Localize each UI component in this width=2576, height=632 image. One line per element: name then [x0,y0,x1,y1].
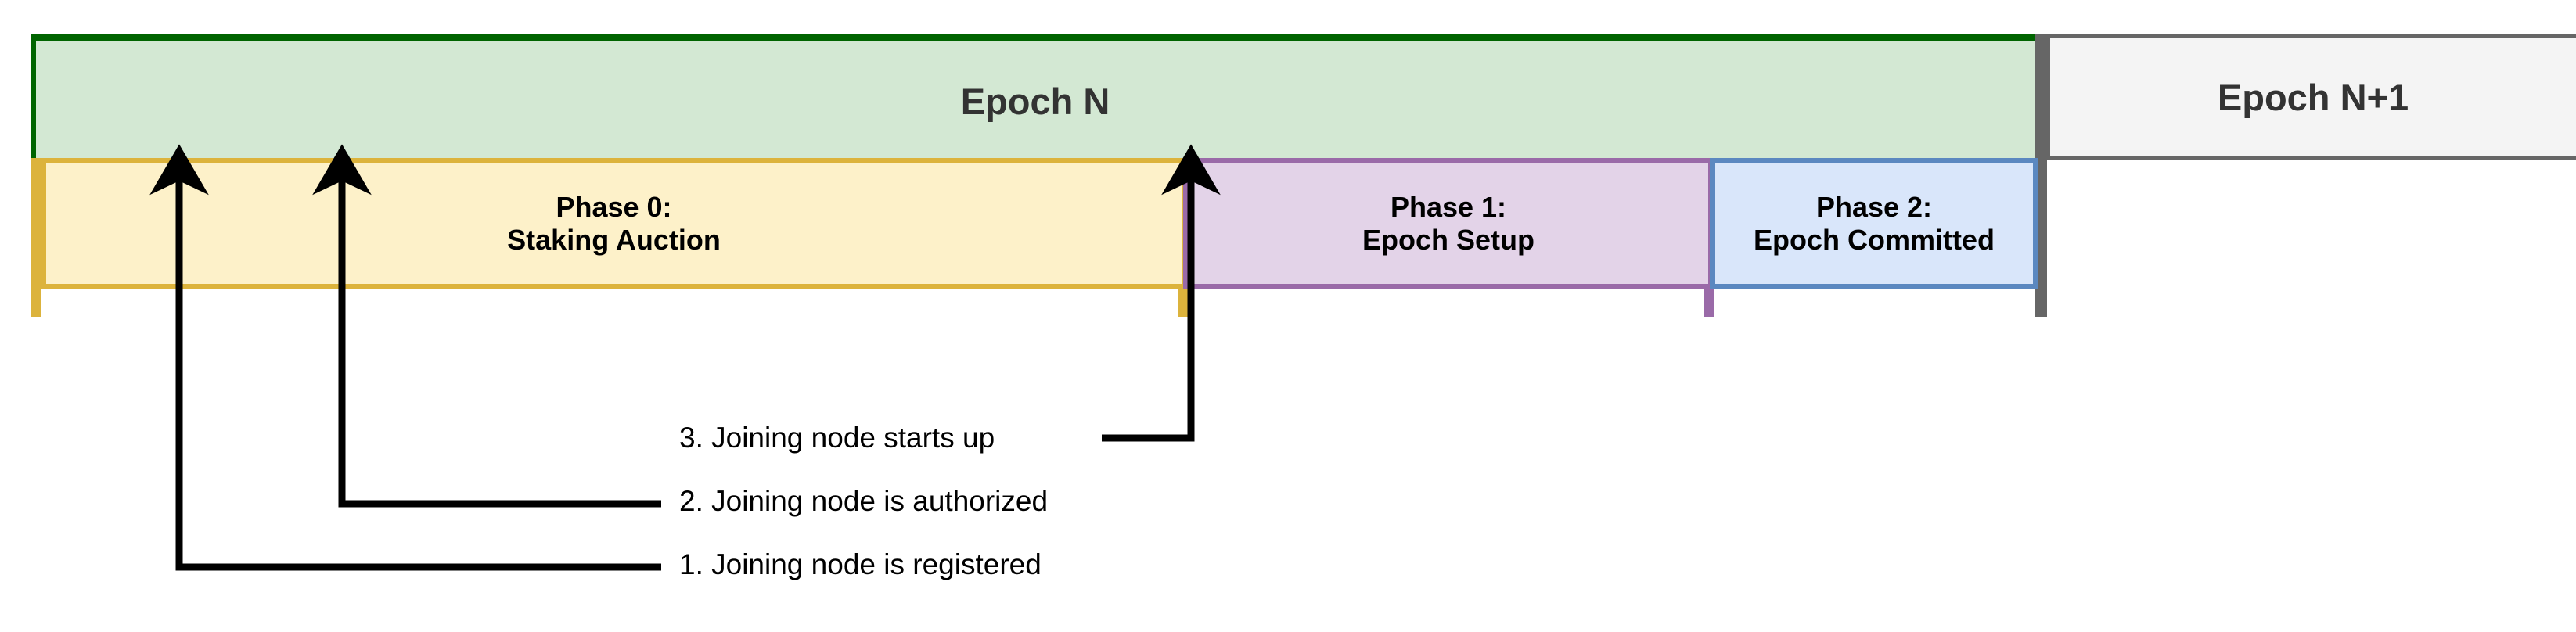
phase-0-box: Phase 0: Staking Auction [41,158,1187,289]
phase-2-line2: Epoch Committed [1753,224,1995,256]
epoch-n1-box: Epoch N+1 [2046,34,2576,160]
phase-1-line1: Phase 1: [1390,190,1507,223]
phase-0-right-spine [1178,289,1188,317]
annotation-1-label: 1. Joining node is registered [679,548,1042,580]
annotation-3-label: 3. Joining node starts up [679,422,995,454]
annotation-2-label: 2. Joining node is authorized [679,485,1049,517]
phase-2-box: Phase 2: Epoch Committed [1710,158,2038,289]
epoch-n-label: Epoch N [960,80,1110,122]
epoch-n-box: Epoch N [36,34,2035,160]
phase-0-line1: Phase 0: [556,190,672,223]
phase-1-line2: Epoch Setup [1362,224,1534,256]
phase-0-line2: Staking Auction [507,224,721,256]
phase-2-line1: Phase 2: [1815,190,1933,223]
phase-1-box: Phase 1: Epoch Setup [1183,158,1714,289]
epoch-n1-label: Epoch N+1 [2217,77,2409,118]
phase-1-right-spine [1704,289,1714,317]
